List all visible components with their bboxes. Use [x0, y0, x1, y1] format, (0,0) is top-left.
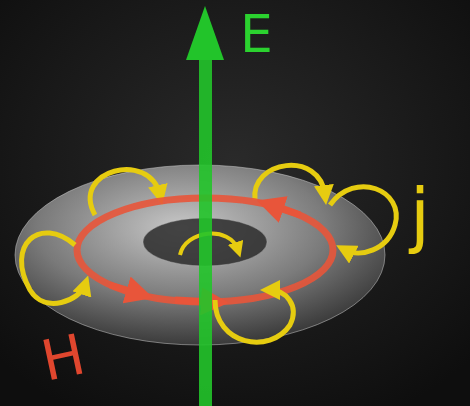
current-loop [330, 187, 396, 253]
field-arrowhead [270, 205, 300, 215]
electric-field-arrowhead [186, 6, 224, 60]
electric-field-shaft [199, 55, 212, 406]
field-arrowhead [110, 285, 140, 294]
current-loop [255, 165, 325, 200]
field-label: E [240, 8, 273, 60]
current-loop [22, 233, 85, 303]
current-loop [215, 290, 293, 342]
current-label: j [410, 178, 430, 250]
